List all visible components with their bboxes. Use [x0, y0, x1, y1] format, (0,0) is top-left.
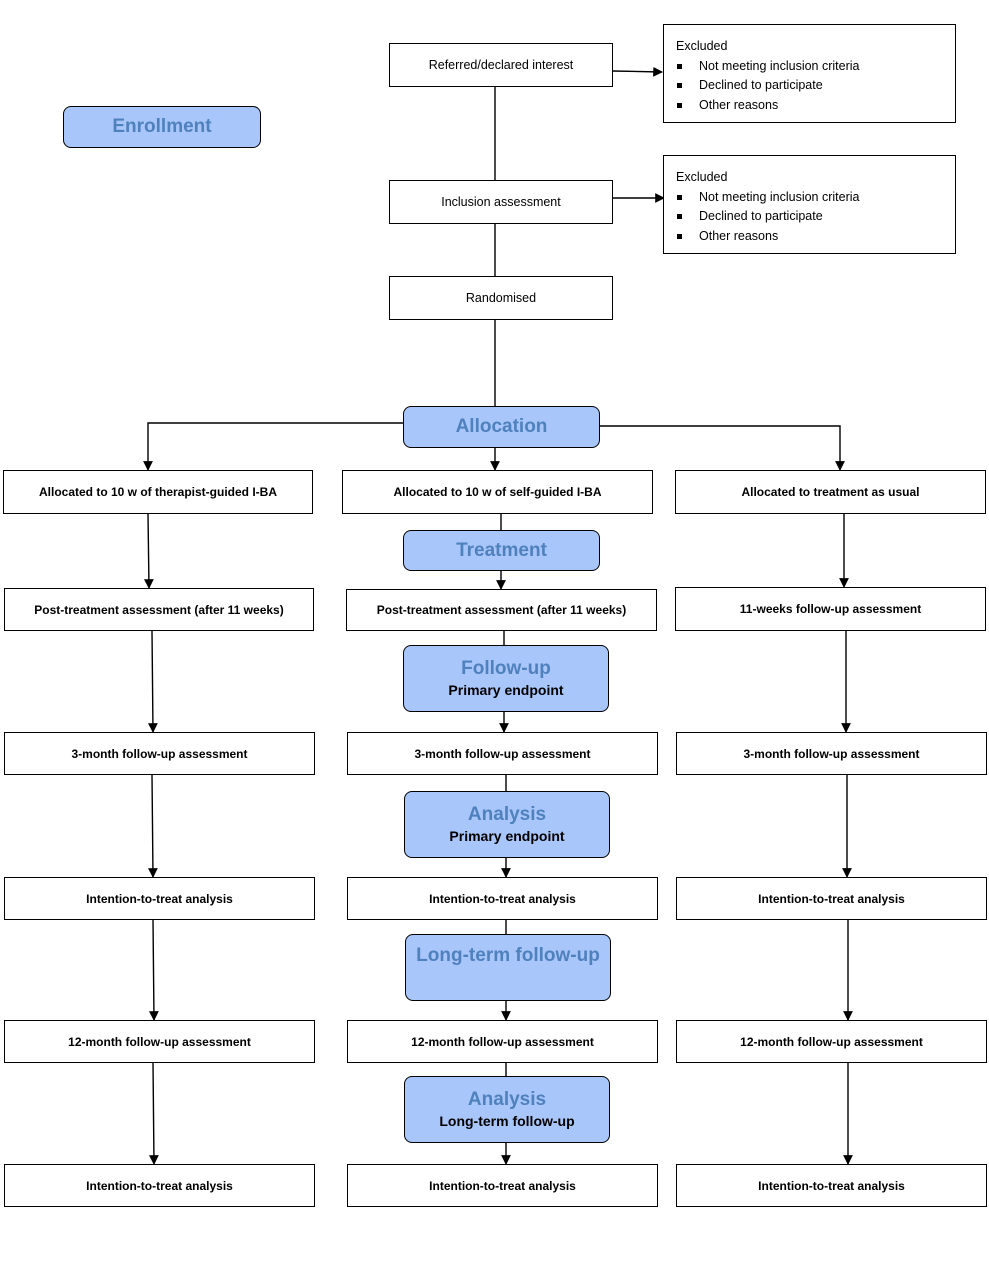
right-3-month-box: 3-month follow-up assessment — [676, 732, 987, 775]
bullet-icon — [677, 63, 682, 69]
treatment-stage-title: Treatment — [456, 539, 547, 561]
randomised-box: Randomised — [389, 276, 613, 320]
bullet-icon — [677, 102, 682, 108]
arrow-to-left-allocated — [143, 422, 403, 471]
right-11-week-box: 11-weeks follow-up assessment — [675, 587, 986, 631]
excluded-item: Not meeting inclusion criteria — [676, 188, 943, 208]
arrow-to-right-allocated — [600, 425, 845, 471]
excluded-item: Other reasons — [676, 227, 943, 247]
middle-itt-box-1: Intention-to-treat analysis — [347, 877, 658, 920]
excluded-box-1: Excluded Not meeting inclusion criteria … — [663, 24, 956, 123]
follow-up-stage-title: Follow-up — [461, 657, 551, 679]
bullet-icon — [677, 83, 682, 88]
excluded-heading-1: Excluded — [676, 39, 728, 53]
middle-post-treatment-box: Post-treatment assessment (after 11 week… — [346, 589, 657, 631]
left-arrow-3 — [148, 774, 158, 878]
analysis-long-term-stage-subtitle: Long-term follow-up — [439, 1112, 575, 1129]
long-term-follow-up-stage: Long-term follow-up — [405, 934, 611, 1001]
right-itt-box-1: Intention-to-treat analysis — [676, 877, 987, 920]
excluded-item-label: Declined to participate — [699, 78, 823, 92]
follow-up-stage-subtitle: Primary endpoint — [448, 681, 564, 698]
left-3-month-box: 3-month follow-up assessment — [4, 732, 315, 775]
excluded-box-2: Excluded Not meeting inclusion criteria … — [663, 155, 956, 254]
left-arrow-1 — [143, 513, 154, 589]
excluded-item-label: Not meeting inclusion criteria — [699, 189, 860, 204]
inclusion-assessment-box: Inclusion assessment — [389, 180, 613, 224]
long-term-follow-up-stage-title: Long-term follow-up — [416, 945, 600, 966]
allocation-stage-title: Allocation — [455, 416, 548, 437]
right-allocated-box: Allocated to treatment as usual — [675, 470, 986, 514]
left-allocated-box: Allocated to 10 w of therapist-guided I-… — [3, 470, 313, 514]
allocation-stage: Allocation — [403, 406, 600, 448]
bullet-icon — [677, 233, 682, 239]
referred-box: Referred/declared interest — [389, 43, 613, 87]
middle-3-month-box: 3-month follow-up assessment — [347, 732, 658, 775]
middle-12-month-box: 12-month follow-up assessment — [347, 1020, 658, 1063]
left-arrow-4 — [149, 919, 159, 1021]
left-itt-box-2: Intention-to-treat analysis — [4, 1164, 315, 1207]
bullet-icon — [677, 214, 682, 219]
analysis-primary-stage-title: Analysis — [467, 803, 547, 825]
enrollment-stage-title: Enrollment — [112, 116, 212, 137]
analysis-primary-stage-subtitle: Primary endpoint — [449, 827, 565, 844]
excluded-item: Declined to participate — [676, 207, 943, 227]
follow-up-stage: Follow-up Primary endpoint — [403, 645, 609, 712]
excluded-item-label: Other reasons — [699, 97, 779, 112]
excluded-item: Declined to participate — [676, 76, 943, 96]
left-12-month-box: 12-month follow-up assessment — [4, 1020, 315, 1063]
middle-itt-box-2: Intention-to-treat analysis — [347, 1164, 658, 1207]
left-arrow-2 — [148, 630, 158, 733]
excluded-item: Not meeting inclusion criteria — [676, 57, 943, 77]
excluded-item-label: Declined to participate — [699, 209, 823, 223]
right-12-month-box: 12-month follow-up assessment — [676, 1020, 987, 1063]
bullet-icon — [677, 194, 682, 200]
excluded-item-label: Not meeting inclusion criteria — [699, 58, 860, 73]
enrollment-stage: Enrollment — [63, 106, 261, 148]
analysis-long-term-stage-title: Analysis — [467, 1088, 547, 1110]
left-arrow-5 — [149, 1062, 159, 1165]
excluded-heading-2: Excluded — [676, 170, 728, 184]
analysis-primary-stage: Analysis Primary endpoint — [404, 791, 610, 858]
left-post-treatment-box: Post-treatment assessment (after 11 week… — [4, 588, 314, 631]
excluded-item: Other reasons — [676, 96, 943, 116]
right-itt-box-2: Intention-to-treat analysis — [676, 1164, 987, 1207]
arrow-to-excluded-1 — [612, 66, 663, 77]
excluded-item-label: Other reasons — [699, 228, 779, 243]
left-itt-box-1: Intention-to-treat analysis — [4, 877, 315, 920]
middle-allocated-box: Allocated to 10 w of self-guided I-BA — [342, 470, 653, 514]
treatment-stage: Treatment — [403, 530, 600, 571]
analysis-long-term-stage: Analysis Long-term follow-up — [404, 1076, 610, 1143]
